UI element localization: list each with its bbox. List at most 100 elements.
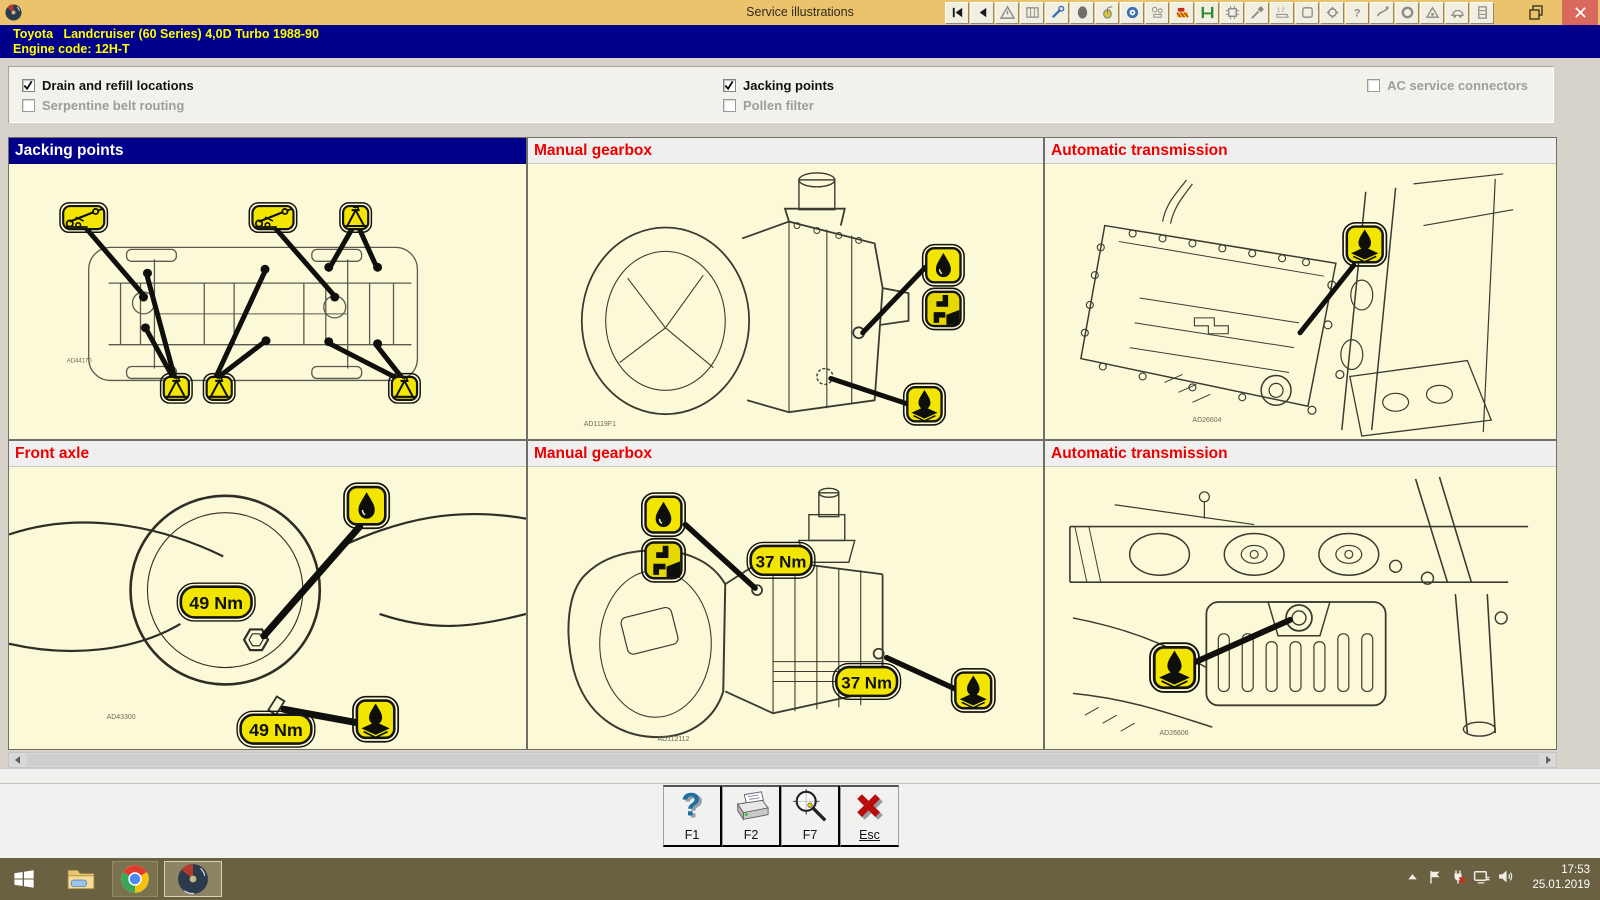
hidden-icons-chevron[interactable] bbox=[1405, 869, 1420, 889]
spare-parts-icon[interactable] bbox=[1145, 1, 1169, 24]
transmission-pan-drawing bbox=[1079, 173, 1514, 437]
service-illustrations-app[interactable] bbox=[164, 861, 222, 897]
help-button[interactable]: ? ? F1 bbox=[663, 785, 722, 847]
panel-title-active: Jacking points bbox=[9, 138, 526, 164]
engine-code: Engine code: 12H-T bbox=[13, 42, 130, 56]
pointer-line bbox=[1193, 616, 1294, 665]
firing-order-icon[interactable]: 1 2 bbox=[1270, 1, 1294, 24]
oil-level-icon bbox=[642, 539, 685, 582]
filter-drain-refill[interactable]: Drain and refill locations bbox=[22, 75, 194, 95]
restore-window-icon[interactable] bbox=[1528, 4, 1545, 21]
close-icon bbox=[1574, 7, 1586, 18]
panel-jacking-points[interactable]: Jacking points bbox=[8, 137, 527, 440]
pointer-lines bbox=[682, 521, 960, 693]
hazard-icon[interactable] bbox=[1420, 1, 1444, 24]
filter-column-2: Jacking points Pollen filter bbox=[723, 75, 834, 115]
filter-bar: Drain and refill locations Serpentine be… bbox=[8, 66, 1554, 123]
chrome-icon bbox=[121, 865, 149, 893]
diagnostics-icon[interactable]: ? bbox=[1345, 1, 1369, 24]
control-unit-icon[interactable] bbox=[1220, 1, 1244, 24]
svg-text:?: ? bbox=[684, 788, 704, 824]
automatic-transmission-illustration-2: AD26606 bbox=[1045, 467, 1556, 749]
checkbox-checked-icon[interactable] bbox=[22, 78, 35, 92]
svg-text:?: ? bbox=[681, 788, 701, 823]
hoist-frame-icon[interactable] bbox=[1470, 1, 1494, 24]
repair-tools-icon[interactable] bbox=[1045, 1, 1069, 24]
filter-ac-service: AC service connectors bbox=[1367, 75, 1528, 95]
filter-serpentine-belt: Serpentine belt routing bbox=[22, 95, 194, 115]
scroll-right-arrow[interactable] bbox=[1540, 753, 1556, 767]
system-tray bbox=[1405, 858, 1514, 900]
filter-jacking-points[interactable]: Jacking points bbox=[723, 75, 834, 95]
illustration-ref: AD44170 bbox=[67, 359, 93, 365]
panel-automatic-transmission-1[interactable]: Automatic transmission bbox=[1044, 137, 1557, 440]
taskbar-clock[interactable]: 17:53 25.01.2019 bbox=[1516, 863, 1590, 893]
svg-text:37 Nm: 37 Nm bbox=[756, 552, 807, 571]
scroll-left-arrow[interactable] bbox=[9, 753, 25, 767]
tray-date: 25.01.2019 bbox=[1532, 879, 1590, 891]
function-buttons: ? ? F1 F2 bbox=[663, 785, 899, 847]
oil-drain-icon bbox=[950, 667, 997, 714]
scrollbar-thumb[interactable] bbox=[26, 754, 1539, 766]
panel-front-axle[interactable]: Front axle bbox=[8, 440, 527, 750]
mouse-icon[interactable] bbox=[1095, 1, 1119, 24]
vehicle-lift-icon[interactable] bbox=[1195, 1, 1219, 24]
volume-icon[interactable] bbox=[1497, 868, 1514, 890]
panel-manual-gearbox-1[interactable]: Manual gearbox bbox=[527, 137, 1044, 440]
panel-title: Manual gearbox bbox=[528, 441, 1043, 467]
title-bar: Service illustrations 1 2? bbox=[0, 0, 1600, 25]
vehicle-header: Toyota Landcruiser (60 Series) 4,0D Turb… bbox=[0, 25, 1600, 58]
magnify-button[interactable]: F7 bbox=[781, 785, 840, 847]
axle-drawing bbox=[9, 494, 526, 716]
right-triangle-icon bbox=[1545, 756, 1551, 764]
safety-warning-icon[interactable] bbox=[995, 1, 1019, 24]
horizontal-scrollbar[interactable] bbox=[8, 752, 1557, 768]
oil-drain-icon bbox=[902, 382, 947, 427]
gearbox-drawing bbox=[580, 172, 910, 416]
previous-illustration-icon[interactable] bbox=[970, 1, 994, 24]
illustration-ref: AD112112 bbox=[657, 736, 689, 743]
crash-test-icon[interactable] bbox=[1170, 1, 1194, 24]
gearbox-icon[interactable] bbox=[1320, 1, 1344, 24]
oil-fill-icon bbox=[640, 491, 687, 538]
panel-title: Automatic transmission bbox=[1045, 138, 1556, 164]
close-window-button[interactable] bbox=[1562, 0, 1598, 25]
left-triangle-icon bbox=[14, 756, 20, 764]
panel-manual-gearbox-2[interactable]: Manual gearbox bbox=[527, 440, 1044, 750]
wheel-rim-icon[interactable] bbox=[1120, 1, 1144, 24]
audio-error-icon[interactable] bbox=[1450, 869, 1466, 890]
torque-label: 49 Nm bbox=[236, 710, 316, 748]
axle-stand-icon bbox=[338, 201, 373, 234]
svg-text:1 2: 1 2 bbox=[1276, 8, 1284, 14]
door-panel-icon[interactable] bbox=[1295, 1, 1319, 24]
tray-time: 17:53 bbox=[1561, 864, 1590, 876]
escape-button[interactable]: Esc bbox=[840, 785, 899, 847]
jack-point-dots bbox=[138, 262, 383, 349]
torque-label: 49 Nm bbox=[176, 582, 256, 622]
seal-ring-icon[interactable] bbox=[1395, 1, 1419, 24]
file-explorer-button[interactable] bbox=[58, 858, 104, 900]
vehicle-body-icon[interactable] bbox=[1445, 1, 1469, 24]
vehicle-title: Toyota Landcruiser (60 Series) 4,0D Turb… bbox=[13, 27, 319, 41]
printer-icon bbox=[736, 791, 769, 821]
checkbox-checked-icon[interactable] bbox=[723, 78, 736, 92]
function-key-bar: ? ? F1 F2 bbox=[0, 768, 1600, 858]
tire-icon[interactable] bbox=[1070, 1, 1094, 24]
screwdriver-icon[interactable] bbox=[1245, 1, 1269, 24]
print-button[interactable]: F2 bbox=[722, 785, 781, 847]
axle-stand-icon bbox=[202, 372, 237, 405]
panel-title: Front axle bbox=[9, 441, 526, 467]
illustration-ref: AD1119F1 bbox=[584, 421, 616, 428]
panel-automatic-transmission-2[interactable]: Automatic transmission bbox=[1044, 440, 1557, 750]
start-button[interactable] bbox=[0, 858, 48, 900]
window-layout-icon[interactable] bbox=[1020, 1, 1044, 24]
app-disc-icon bbox=[5, 4, 22, 21]
network-display-icon[interactable] bbox=[1473, 868, 1490, 890]
chrome-app[interactable] bbox=[112, 861, 158, 897]
exhaust-icon[interactable] bbox=[1370, 1, 1394, 24]
window-title: Service illustrations bbox=[746, 5, 854, 19]
divider bbox=[0, 783, 1600, 784]
first-illustration-icon[interactable] bbox=[945, 1, 969, 24]
action-center-flag-icon[interactable] bbox=[1427, 869, 1443, 890]
pointer-line bbox=[1297, 262, 1357, 336]
